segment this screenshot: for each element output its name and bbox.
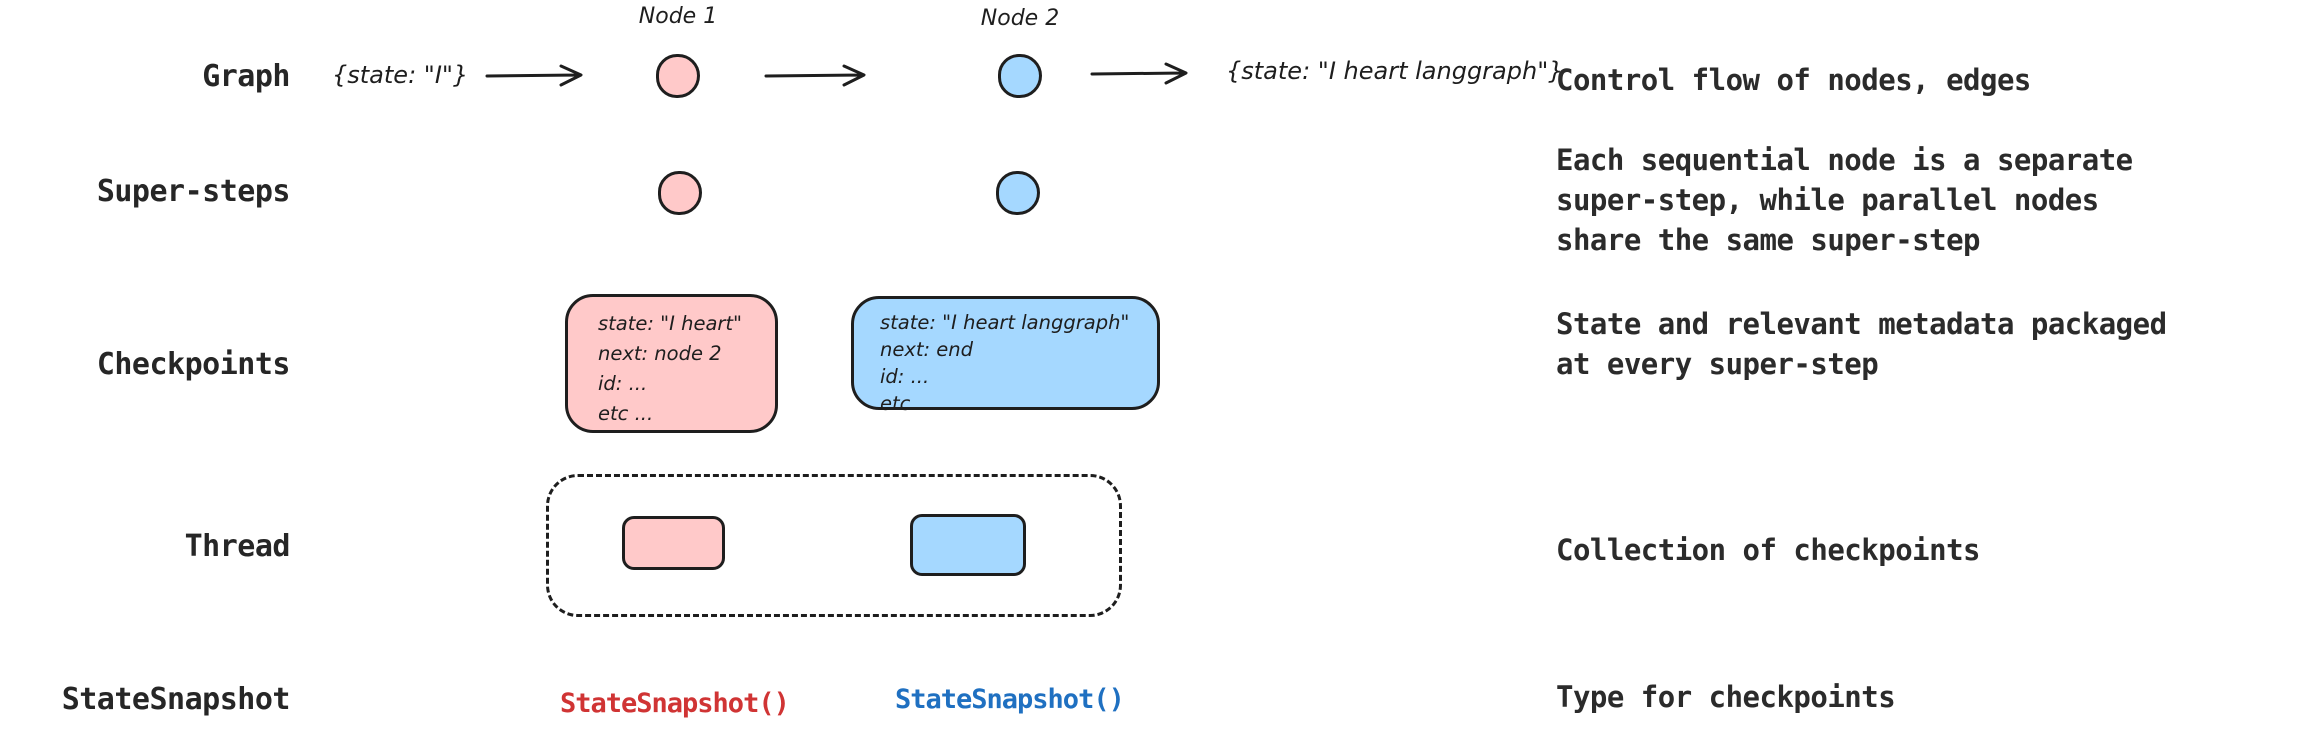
checkpoint-card-blue: state: "I heart langgraph" next: end id:… xyxy=(851,296,1160,415)
description-statesnapshot: Type for checkpoints xyxy=(1556,680,1896,714)
node1-label: Node 1 xyxy=(638,4,718,29)
node2-label: Node 2 xyxy=(980,6,1060,31)
superstep-node2-circle xyxy=(996,171,1040,215)
checkpoint-pink-text: state: "I heart" next: node 2 id: ... et… xyxy=(598,312,743,425)
description-graph: Control flow of nodes, edges xyxy=(1556,63,2031,97)
thread-checkpoint-blue xyxy=(910,514,1026,576)
node1-circle xyxy=(656,54,700,98)
thread-container xyxy=(546,474,1122,617)
input-state-text: {state: "I"} xyxy=(332,61,469,89)
description-checkpoints: State and relevant metadata packaged at … xyxy=(1556,307,2167,381)
statesnapshot-call-red: StateSnapshot() xyxy=(560,688,790,719)
row-label-checkpoints: Checkpoints xyxy=(96,347,291,382)
row-label-thread: Thread xyxy=(184,529,291,564)
description-thread: Collection of checkpoints xyxy=(1556,533,1981,567)
description-super-steps: Each sequential node is a separate super… xyxy=(1556,143,2133,257)
thread-checkpoint-pink xyxy=(622,516,725,570)
row-label-graph: Graph xyxy=(202,59,290,94)
node2-circle xyxy=(998,54,1042,98)
row-label-statesnapshot: StateSnapshot xyxy=(61,682,291,717)
superstep-node1-circle xyxy=(658,171,702,215)
checkpoint-card-pink: state: "I heart" next: node 2 id: ... et… xyxy=(565,294,778,433)
arrow-right-icon xyxy=(485,64,583,87)
output-state-text: {state: "I heart langgraph"} xyxy=(1226,57,1564,85)
arrow-right-icon xyxy=(1090,62,1188,85)
statesnapshot-call-blue: StateSnapshot() xyxy=(895,684,1125,715)
checkpoint-blue-text: state: "I heart langgraph" next: end id:… xyxy=(880,311,1130,415)
arrow-right-icon xyxy=(764,64,866,87)
row-label-super-steps: Super-steps xyxy=(96,174,291,209)
